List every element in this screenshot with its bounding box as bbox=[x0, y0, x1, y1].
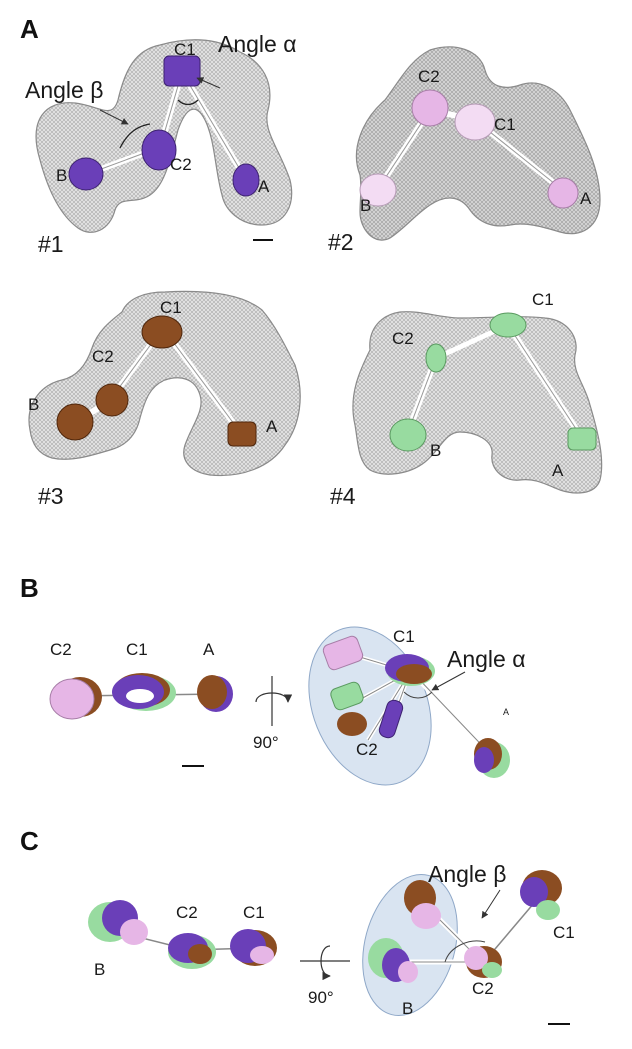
map-3: C1 C2 B A #3 bbox=[28, 290, 301, 509]
label-b: B bbox=[94, 960, 105, 979]
label-c1: C1 bbox=[393, 627, 415, 646]
label-c2: C2 bbox=[472, 979, 494, 998]
domain-c1 bbox=[489, 312, 527, 338]
domain-a-overlay bbox=[197, 675, 227, 709]
label-c1: C1 bbox=[126, 640, 148, 659]
label-c1: C1 bbox=[243, 903, 265, 922]
label-a: A bbox=[258, 177, 270, 196]
domain-c2 bbox=[141, 129, 177, 171]
label-angle-alpha: Angle α bbox=[447, 646, 526, 672]
domain-c2 bbox=[425, 343, 447, 373]
label-a: A bbox=[580, 189, 592, 208]
domain-c1 bbox=[141, 315, 183, 349]
domain-a bbox=[227, 421, 257, 447]
label-b: B bbox=[28, 395, 39, 414]
label-c1: C1 bbox=[553, 923, 575, 942]
label-b: B bbox=[360, 196, 371, 215]
label-c2: C2 bbox=[92, 347, 114, 366]
domain-a bbox=[232, 163, 260, 197]
panel-label-a: A bbox=[20, 14, 39, 44]
panel-label-b: B bbox=[20, 573, 39, 603]
label-c1: C1 bbox=[532, 290, 554, 309]
label-angle-beta: Angle β bbox=[25, 77, 103, 103]
domain-c2 bbox=[95, 383, 129, 417]
domain-a bbox=[547, 177, 579, 209]
label-c2: C2 bbox=[356, 740, 378, 759]
label-c2: C2 bbox=[392, 329, 414, 348]
map-1: C1 C2 B A Angle α Angle β #1 bbox=[25, 31, 297, 257]
label-b: B bbox=[56, 166, 67, 185]
label-a: A bbox=[203, 640, 215, 659]
label-c2: C2 bbox=[170, 155, 192, 174]
density-map-2 bbox=[355, 46, 601, 241]
label-c1: C1 bbox=[494, 115, 516, 134]
label-rot90: 90° bbox=[253, 733, 279, 752]
label-angle-alpha: Angle α bbox=[218, 31, 297, 57]
domain-c1 bbox=[454, 103, 496, 141]
label-c2: C2 bbox=[418, 67, 440, 86]
label-b: B bbox=[430, 441, 441, 460]
label-c1: C1 bbox=[174, 40, 196, 59]
panel-label-c: C bbox=[20, 826, 39, 856]
label-c2: C2 bbox=[176, 903, 198, 922]
map-2: C2 C1 B A #2 bbox=[328, 46, 601, 255]
map-4: C1 C2 B A #4 bbox=[330, 290, 603, 509]
domain-c2 bbox=[411, 89, 449, 127]
label-map-4: #4 bbox=[330, 483, 356, 509]
label-c2: C2 bbox=[50, 640, 72, 659]
label-a: A bbox=[552, 461, 564, 480]
label-c1: C1 bbox=[160, 298, 182, 317]
panel-b-diagram: C2 C1 A 90° C1 C2 A Angle α bbox=[49, 626, 526, 786]
highlight-ellipse bbox=[308, 626, 432, 786]
label-map-1: #1 bbox=[38, 231, 64, 257]
label-a-small: A bbox=[503, 707, 509, 717]
domain-b bbox=[56, 403, 94, 441]
label-rot90: 90° bbox=[308, 988, 334, 1007]
domain-b bbox=[68, 157, 104, 191]
domain-a bbox=[567, 427, 597, 451]
label-b: B bbox=[402, 999, 413, 1018]
label-angle-beta: Angle β bbox=[428, 861, 506, 887]
domain-b bbox=[389, 418, 427, 452]
domain-c1 bbox=[163, 55, 201, 87]
label-map-2: #2 bbox=[328, 229, 354, 255]
label-a: A bbox=[266, 417, 278, 436]
domain-c2-overlay bbox=[49, 678, 95, 720]
panel-c-diagram: B C2 C1 90° Angle β B C2 C1 bbox=[88, 861, 575, 1025]
domain-b bbox=[359, 173, 397, 207]
label-map-3: #3 bbox=[38, 483, 64, 509]
